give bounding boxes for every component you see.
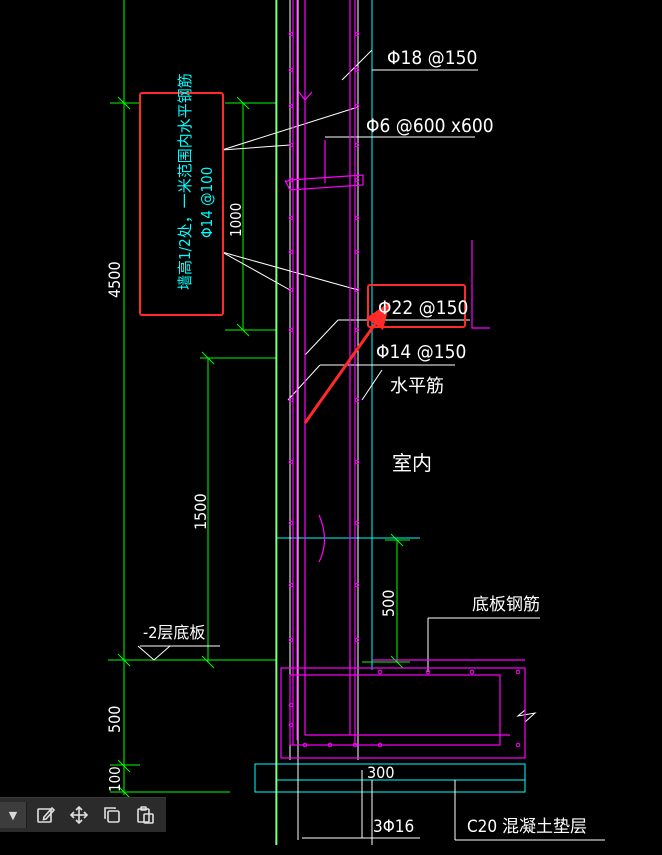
move-icon[interactable] (65, 801, 93, 829)
cad-labels: Φ18 @150 Φ6 @600 x600 Φ22 @150 Φ14 @150 … (105, 47, 587, 837)
label-slab-rebar: 底板钢筋 (472, 595, 540, 615)
annotation-line1: 墙高1/2处，一米范围内水平钢筋 (176, 73, 194, 290)
annotation-line2: Φ14 @100 (198, 167, 216, 238)
floating-toolbar: ▼ (0, 797, 166, 832)
white-lines (137, 0, 605, 845)
label-floor-slab: -2层底板 (143, 623, 205, 642)
dim-100: 100 (106, 766, 124, 792)
rebar-dots (288, 31, 521, 748)
label-phi14: Φ14 @150 (376, 341, 466, 363)
dim-1000: 1000 (227, 203, 245, 237)
dim-500-slab: 500 (379, 590, 398, 617)
label-phi22: Φ22 @150 (378, 297, 468, 319)
label-indoor: 室内 (392, 451, 432, 475)
paste-icon[interactable] (131, 801, 159, 829)
green-lines (108, 0, 410, 845)
label-horizontal-bar: 水平筋 (390, 376, 444, 397)
dropdown-arrow-icon[interactable]: ▼ (0, 802, 27, 828)
edit-icon[interactable] (32, 801, 60, 829)
dim-1500: 1500 (191, 493, 210, 530)
label-phi6: Φ6 @600 x600 (366, 115, 494, 137)
label-concrete-pad: C20 混凝土垫层 (467, 817, 587, 837)
copy-icon[interactable] (98, 801, 126, 829)
label-bottom-bars: 3Φ16 (373, 817, 414, 837)
cyan-lines (254, 0, 526, 793)
red-arrow (303, 302, 390, 424)
annotation-highlight-box (139, 92, 224, 316)
dim-4500: 4500 (105, 261, 124, 298)
dim-500-base: 500 (105, 706, 124, 733)
magenta-rebar (280, 0, 526, 759)
rebar-highlight-box (367, 284, 466, 328)
label-phi18: Φ18 @150 (387, 47, 477, 69)
label-300: 300 (367, 763, 394, 782)
